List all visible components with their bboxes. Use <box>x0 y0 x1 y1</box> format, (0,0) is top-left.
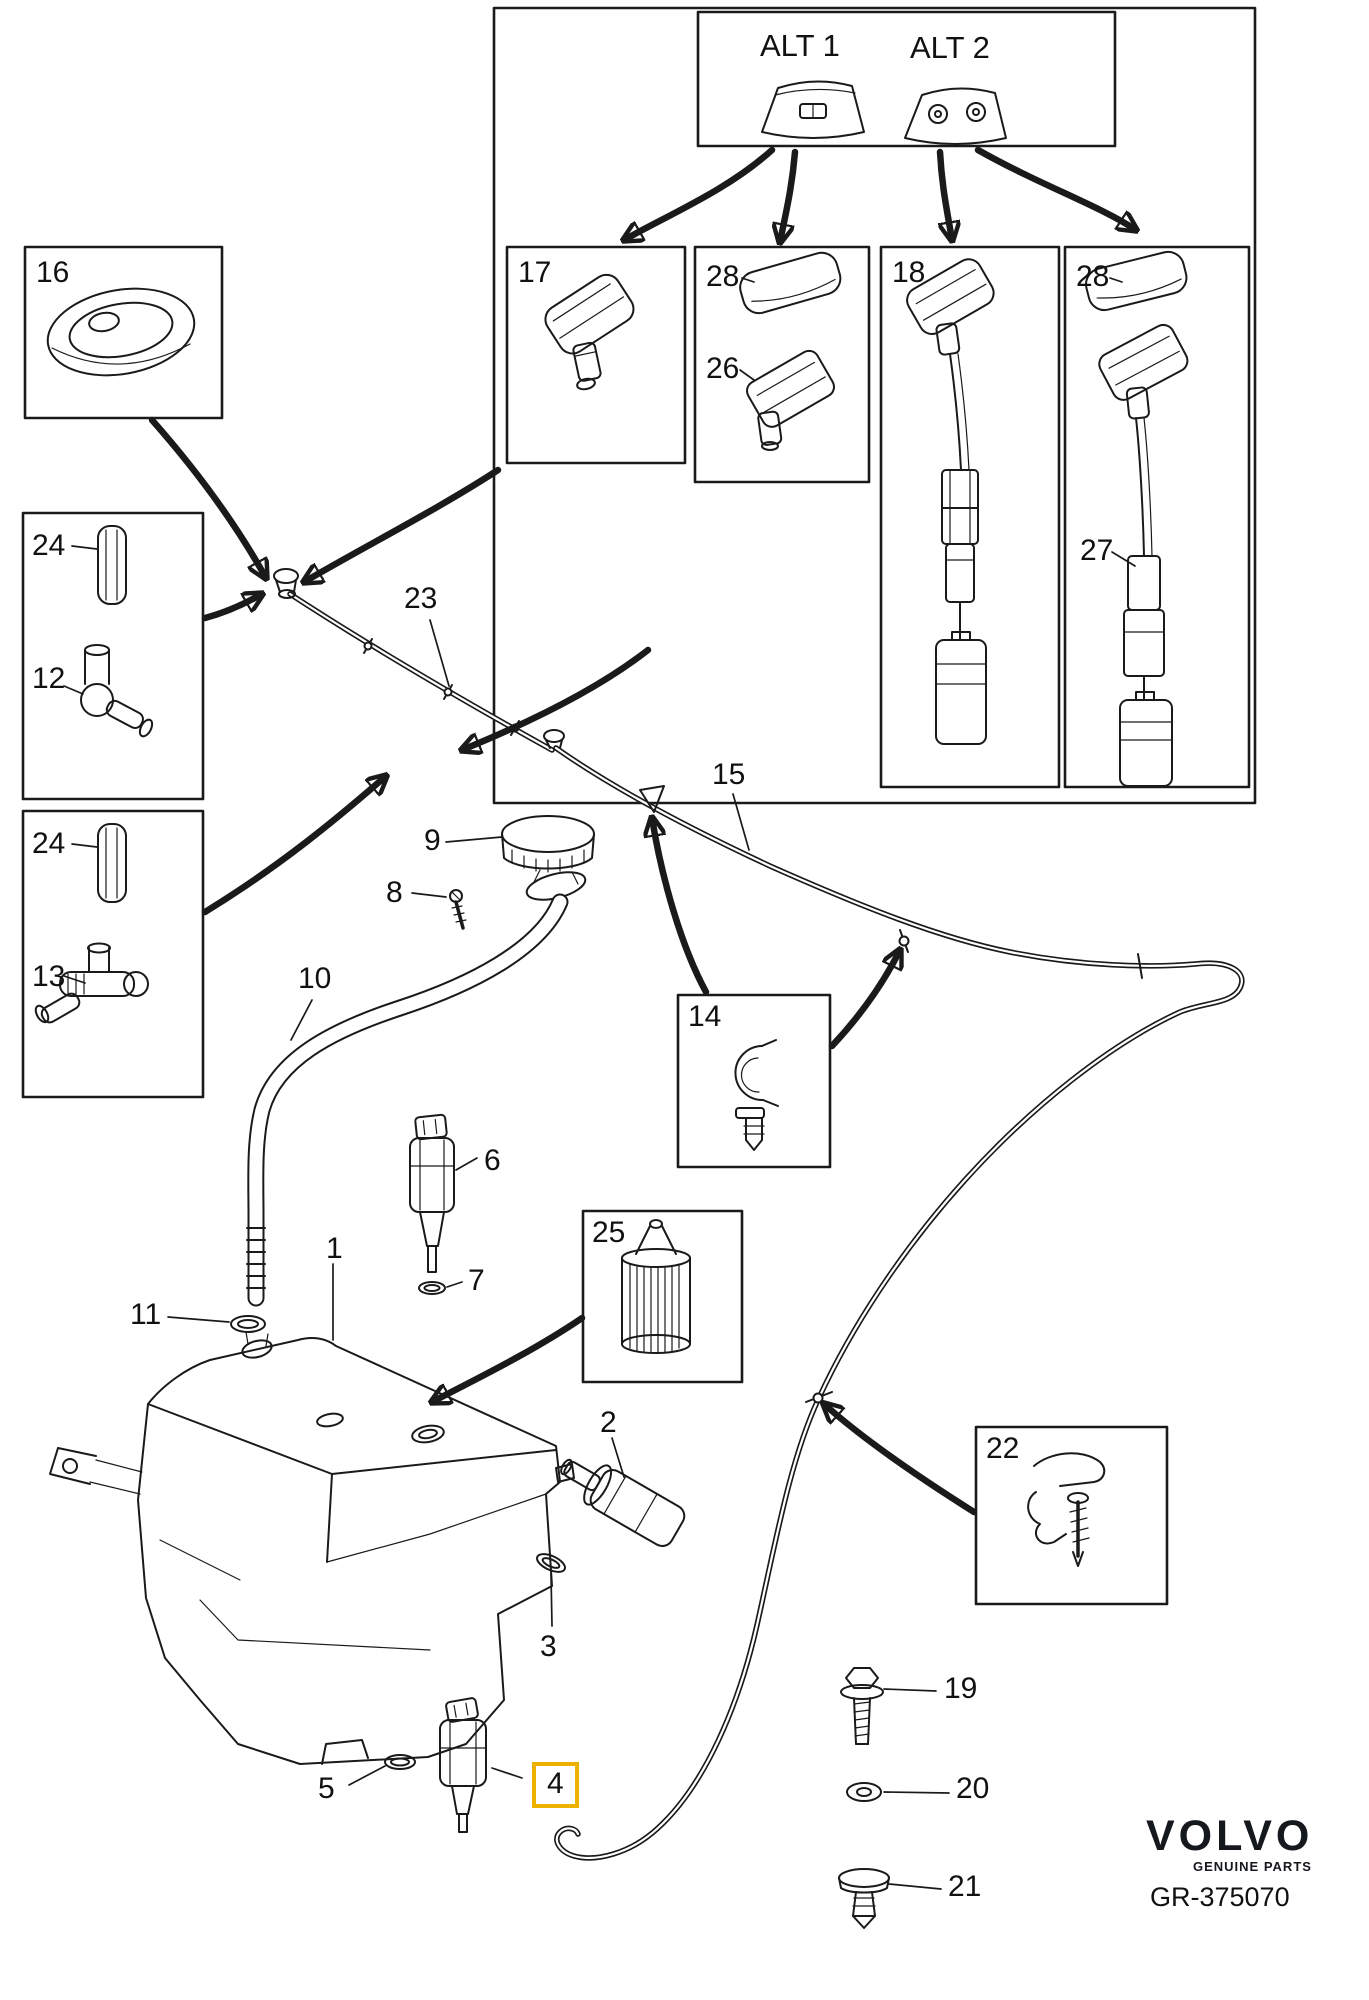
callout-7: 7 <box>468 1264 485 1297</box>
volvo-genuine-parts-label: GENUINE PARTS <box>1193 1859 1312 1874</box>
callout-3: 3 <box>540 1630 557 1663</box>
box-alt <box>696 10 1117 148</box>
screw-8-drawing <box>449 889 467 930</box>
callout-9: 9 <box>424 824 441 857</box>
bolt-19-drawing <box>840 1667 884 1745</box>
callout-24: 24 <box>32 827 66 860</box>
box-22 <box>974 1425 1169 1606</box>
frame-boxes <box>21 6 1257 1606</box>
hose-24a-drawing <box>97 525 127 605</box>
oring-11-drawing <box>230 1315 266 1333</box>
callout-17: 17 <box>518 256 552 289</box>
callout-18: 18 <box>892 256 926 289</box>
callout-28: 28 <box>706 260 740 293</box>
cap-28b-drawing <box>1085 250 1188 312</box>
alt2-nozzle-drawing <box>904 87 1007 145</box>
callout-21: 21 <box>948 1870 982 1903</box>
box-24-13 <box>21 809 205 1099</box>
filter-25-drawing <box>621 1219 691 1354</box>
callout-27: 27 <box>1080 534 1114 567</box>
hose-24b-drawing <box>97 823 127 903</box>
drawing-number: GR-375070 <box>1150 1882 1290 1912</box>
callout-19: 19 <box>944 1672 978 1705</box>
box-28-27 <box>1063 245 1251 789</box>
callout-28: 28 <box>1076 260 1110 293</box>
box-16 <box>23 245 224 420</box>
washer-20-drawing <box>846 1782 882 1802</box>
valve-13-drawing <box>34 942 149 1024</box>
callout-15: 15 <box>712 758 746 791</box>
callout-5: 5 <box>318 1772 335 1805</box>
oring-7-drawing <box>418 1281 446 1295</box>
pump-6-drawing <box>409 1113 455 1273</box>
clip-22-drawing <box>1027 1452 1106 1567</box>
clip-14-drawing <box>734 1039 779 1151</box>
grommet-16-drawing <box>46 287 196 377</box>
jet-fitting-rear <box>543 729 565 749</box>
callout-24: 24 <box>32 529 66 562</box>
box-14 <box>676 993 832 1169</box>
jet-fitting-front <box>273 568 299 599</box>
leader-lines <box>63 277 1136 1890</box>
nozzle-17-drawing <box>544 273 635 391</box>
filler-cap-9-drawing <box>501 815 595 901</box>
callout-4-highlighted: 4 <box>532 1762 579 1808</box>
callout-22: 22 <box>986 1432 1020 1465</box>
valve-12-drawing <box>80 644 154 738</box>
callout-16: 16 <box>36 256 70 289</box>
cap-28a-drawing <box>739 251 842 315</box>
pump-2-drawing <box>560 1458 686 1548</box>
callout-6: 6 <box>484 1144 501 1177</box>
callout-13: 13 <box>32 960 66 993</box>
hose-15-drawing <box>553 745 1245 1861</box>
callout-14: 14 <box>688 1000 722 1033</box>
oring-3-drawing <box>536 1553 566 1573</box>
oring-5-drawing <box>384 1754 416 1770</box>
rivet-21-drawing <box>838 1868 890 1929</box>
callout-20: 20 <box>956 1772 990 1805</box>
callout-2: 2 <box>600 1406 617 1439</box>
callout-26: 26 <box>706 352 740 385</box>
filler-tube-10-drawing <box>246 893 569 1307</box>
nozzle-18-drawing <box>906 258 995 745</box>
callout-11: 11 <box>130 1298 162 1331</box>
hose-23-drawing <box>287 591 555 753</box>
alt2-label: ALT 2 <box>910 30 990 65</box>
nozzle-26-drawing <box>746 349 835 451</box>
callout-12: 12 <box>32 662 66 695</box>
callout-10: 10 <box>298 962 332 995</box>
nozzle-27-drawing <box>1098 323 1189 787</box>
volvo-logo: VOLVO <box>1146 1812 1314 1860</box>
pump-4-drawing <box>439 1697 487 1833</box>
alt1-label: ALT 1 <box>760 28 840 63</box>
reservoir-1-drawing <box>49 1331 575 1765</box>
callout-1: 1 <box>326 1232 343 1265</box>
callout-23: 23 <box>404 582 438 615</box>
box-24-12 <box>21 511 205 801</box>
callout-8: 8 <box>386 876 403 909</box>
callout-25: 25 <box>592 1216 626 1249</box>
alt1-nozzle-drawing <box>761 80 865 139</box>
flow-arrows <box>148 146 1136 1516</box>
